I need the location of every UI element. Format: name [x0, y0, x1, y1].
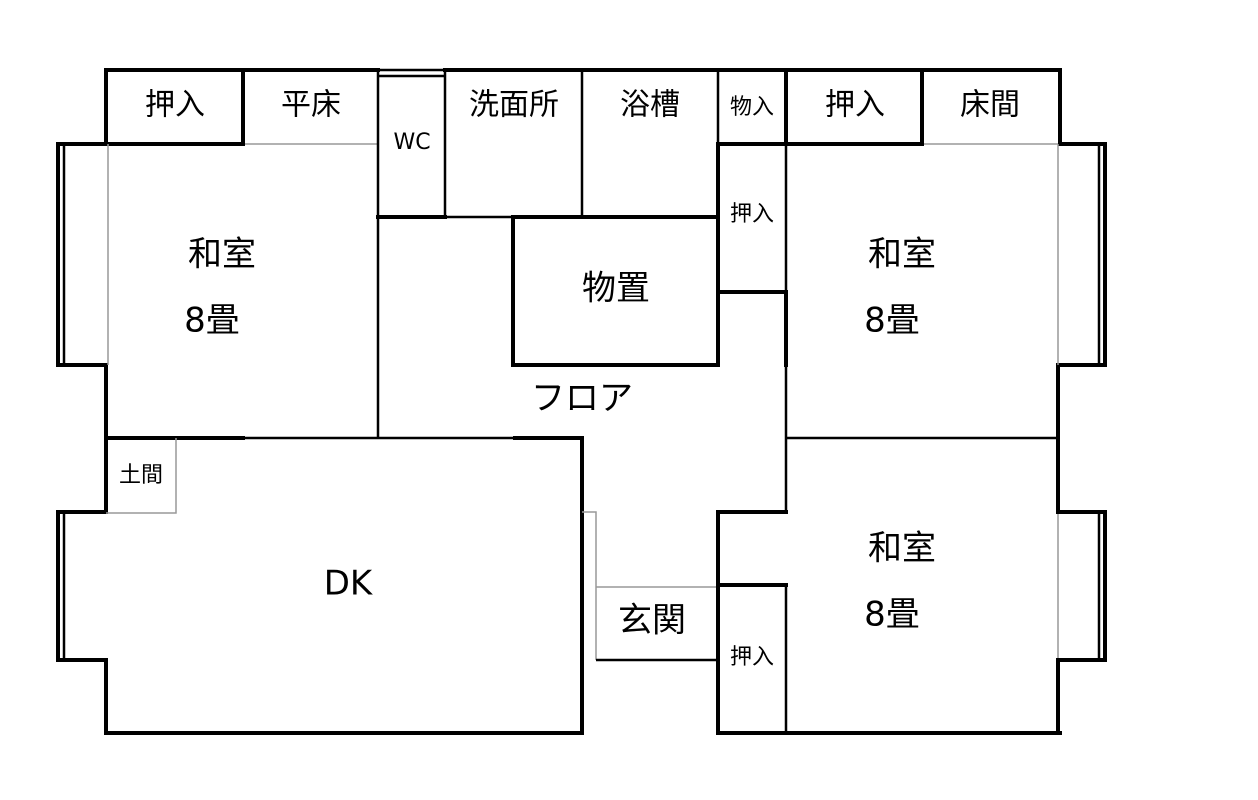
walls [56, 68, 1107, 735]
room-wc: WC [393, 130, 430, 155]
room-oshiire-mid-right: 押入 [730, 202, 774, 227]
room-washitsu-left-size: 8畳 [184, 301, 240, 341]
room-hiradoko: 平床 [281, 88, 341, 123]
room-yokusou: 浴槽 [620, 88, 680, 123]
room-monoire: 物入 [730, 95, 774, 120]
room-senmenjo: 洗面所 [469, 88, 559, 123]
room-washitsu-lower-right-name: 和室 [868, 529, 936, 569]
room-oshiire-lower-right: 押入 [730, 645, 774, 670]
room-doma: 土間 [119, 463, 163, 488]
room-dk: DK [324, 564, 374, 604]
room-oshiire-top-right: 押入 [825, 88, 885, 123]
room-oshiire-top-left: 押入 [145, 88, 205, 123]
room-washitsu-left-name: 和室 [188, 235, 256, 275]
room-washitsu-lower-right-size: 8畳 [864, 595, 920, 635]
room-tokonoma: 床間 [960, 88, 1020, 123]
room-floor: フロア [531, 379, 633, 419]
room-monooki: 物置 [582, 269, 650, 309]
room-washitsu-upper-right-size: 8畳 [864, 301, 920, 341]
room-genkan: 玄関 [618, 601, 686, 641]
room-washitsu-upper-right-name: 和室 [868, 235, 936, 275]
room-labels: 押入 平床 WC 洗面所 浴槽 物入 押入 床間 和室 8畳 物置 押入 和室 … [119, 88, 1020, 671]
